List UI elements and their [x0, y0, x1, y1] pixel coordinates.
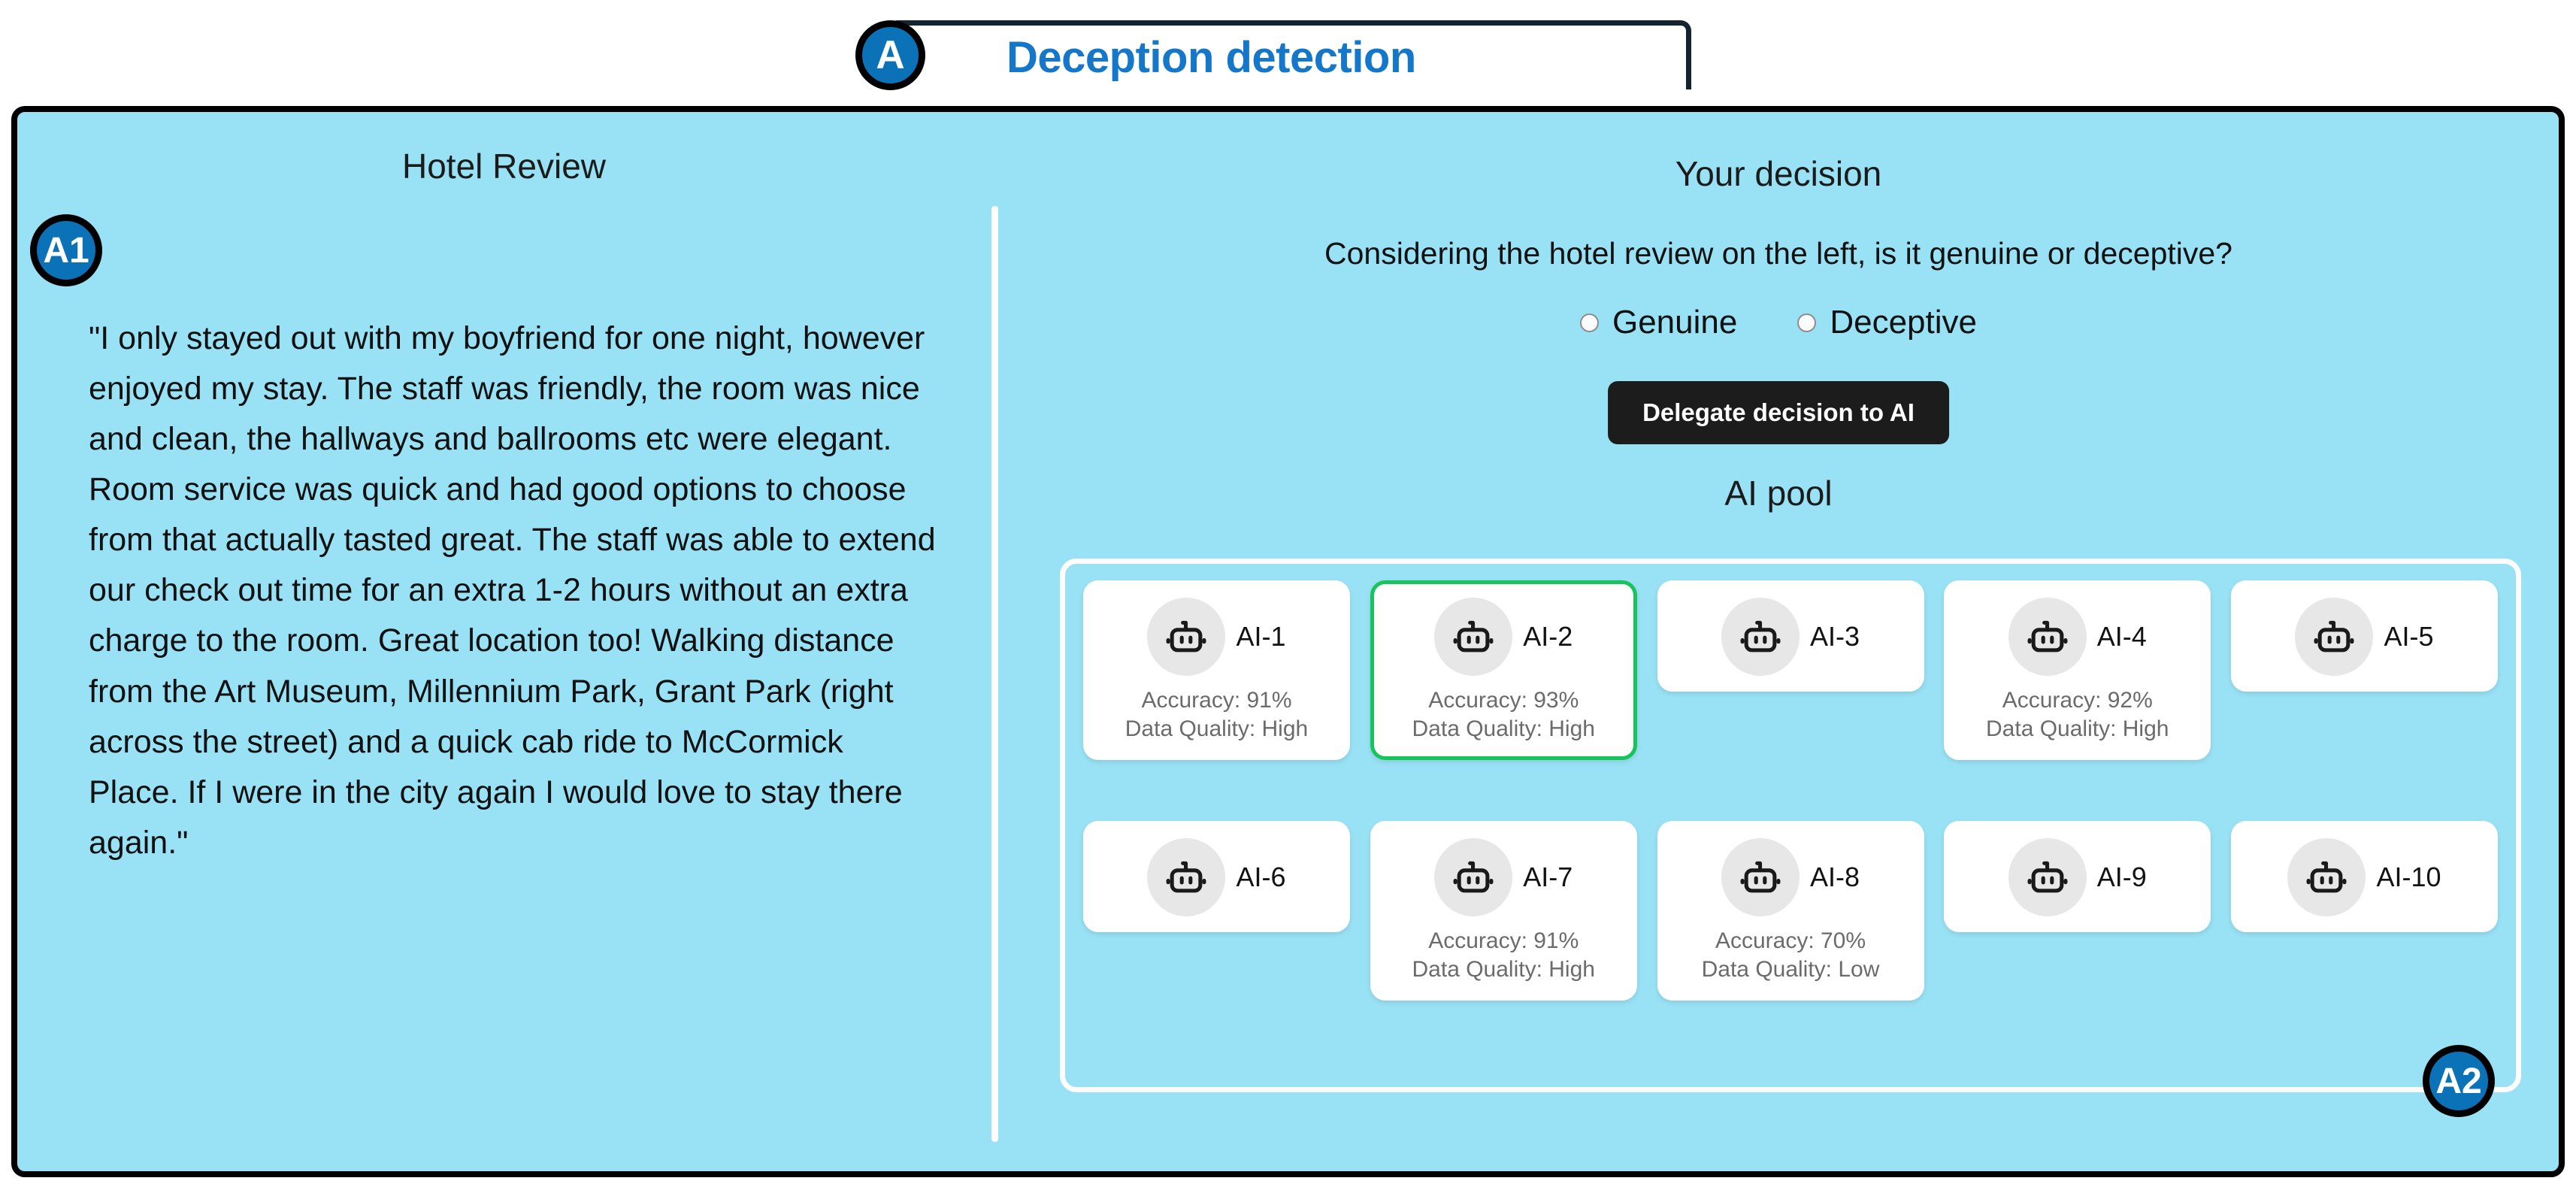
robot-icon	[1434, 598, 1513, 676]
decision-column: Your decision Considering the hotel revi…	[998, 112, 2559, 1171]
ai-card-accuracy: Accuracy: 70%	[1715, 928, 1866, 953]
ai-card-data-quality: Data Quality: High	[1986, 716, 2169, 742]
ai-pool-heading: AI pool	[1724, 474, 1833, 513]
ai-card-ai-10[interactable]: AI-10	[2231, 821, 2498, 932]
ai-card-header: AI-1	[1097, 598, 1336, 676]
ai-card-header: AI-6	[1097, 838, 1336, 916]
ai-card-name: AI-3	[1809, 621, 1860, 652]
ai-card-stats: Accuracy: 91% Data Quality: High	[1097, 686, 1336, 744]
radio-deceptive-input[interactable]	[1797, 313, 1817, 332]
ai-card-ai-5[interactable]: AI-5	[2231, 580, 2498, 692]
ai-card-header: AI-5	[2245, 598, 2484, 676]
robot-icon	[2008, 598, 2087, 676]
radio-option-genuine[interactable]: Genuine	[1579, 304, 1738, 341]
decision-heading: Your decision	[1675, 154, 1882, 193]
robot-icon	[1721, 598, 1800, 676]
ai-card-header: AI-4	[1958, 598, 2196, 676]
ai-card-name: AI-8	[1809, 861, 1860, 892]
ai-card-data-quality: Data Quality: High	[1125, 716, 1309, 742]
robot-icon	[2287, 838, 2366, 916]
ai-card-name: AI-5	[2384, 621, 2434, 652]
column-divider	[991, 206, 998, 1142]
hotel-review-column: Hotel Review "I only stayed out with my …	[17, 112, 991, 1171]
ai-card-accuracy: Accuracy: 93%	[1428, 688, 1579, 713]
radio-genuine-input[interactable]	[1579, 313, 1599, 332]
ai-card-name: AI-1	[1236, 621, 1286, 652]
page-title: Deception detection	[1006, 33, 1416, 82]
ai-card-name: AI-10	[2376, 861, 2441, 892]
radio-deceptive-label: Deceptive	[1830, 304, 1978, 341]
delegate-decision-button[interactable]: Delegate decision to AI	[1608, 381, 1949, 444]
ai-card-data-quality: Data Quality: High	[1412, 716, 1595, 742]
decision-question: Considering the hotel review on the left…	[1324, 236, 2232, 271]
ai-card-data-quality: Data Quality: High	[1412, 957, 1595, 983]
ai-card-name: AI-6	[1236, 861, 1286, 892]
robot-icon	[1147, 838, 1226, 916]
ai-card-name: AI-4	[2096, 621, 2147, 652]
main-panel: Hotel Review "I only stayed out with my …	[11, 106, 2565, 1177]
ai-card-header: AI-2	[1385, 598, 1623, 676]
section-header-tab: Deception detection	[887, 20, 1691, 89]
annotation-badge-a1: A1	[30, 214, 102, 286]
ai-card-stats: Accuracy: 93% Data Quality: High	[1385, 686, 1623, 744]
ai-card-name: AI-7	[1523, 861, 1573, 892]
ai-card-accuracy: Accuracy: 91%	[1141, 688, 1292, 713]
robot-icon	[2008, 838, 2087, 916]
ai-card-stats: Accuracy: 92% Data Quality: High	[1958, 686, 2196, 744]
ai-card-name: AI-2	[1523, 621, 1573, 652]
hotel-review-text: "I only stayed out with my boyfriend for…	[89, 320, 936, 861]
robot-icon	[1434, 838, 1513, 916]
annotation-badge-a2: A2	[2423, 1045, 2495, 1117]
radio-option-deceptive[interactable]: Deceptive	[1797, 304, 1977, 341]
ai-card-ai-9[interactable]: AI-9	[1944, 821, 2211, 932]
radio-genuine-label: Genuine	[1612, 304, 1738, 341]
annotation-badge-a: A	[855, 20, 925, 90]
ai-card-header: AI-9	[1958, 838, 2196, 916]
ai-card-stats: Accuracy: 70% Data Quality: Low	[1672, 927, 1910, 985]
hotel-review-heading: Hotel Review	[402, 147, 606, 186]
ai-card-header: AI-3	[1672, 598, 1910, 676]
ai-card-header: AI-8	[1672, 838, 1910, 916]
ai-card-accuracy: Accuracy: 91%	[1428, 928, 1579, 953]
ai-card-header: AI-10	[2245, 838, 2484, 916]
robot-icon	[1721, 838, 1800, 916]
ai-card-ai-3[interactable]: AI-3	[1657, 580, 1924, 692]
ai-card-stats: Accuracy: 91% Data Quality: High	[1385, 927, 1623, 985]
ai-card-name: AI-9	[2096, 861, 2147, 892]
ai-card-data-quality: Data Quality: Low	[1701, 957, 1880, 983]
decision-radio-group: Genuine Deceptive	[998, 304, 2559, 341]
ai-card-header: AI-7	[1385, 838, 1623, 916]
ai-card-accuracy: Accuracy: 92%	[2002, 688, 2153, 713]
robot-icon	[2295, 598, 2374, 676]
robot-icon	[1147, 598, 1226, 676]
ai-card-ai-6[interactable]: AI-6	[1083, 821, 1350, 932]
